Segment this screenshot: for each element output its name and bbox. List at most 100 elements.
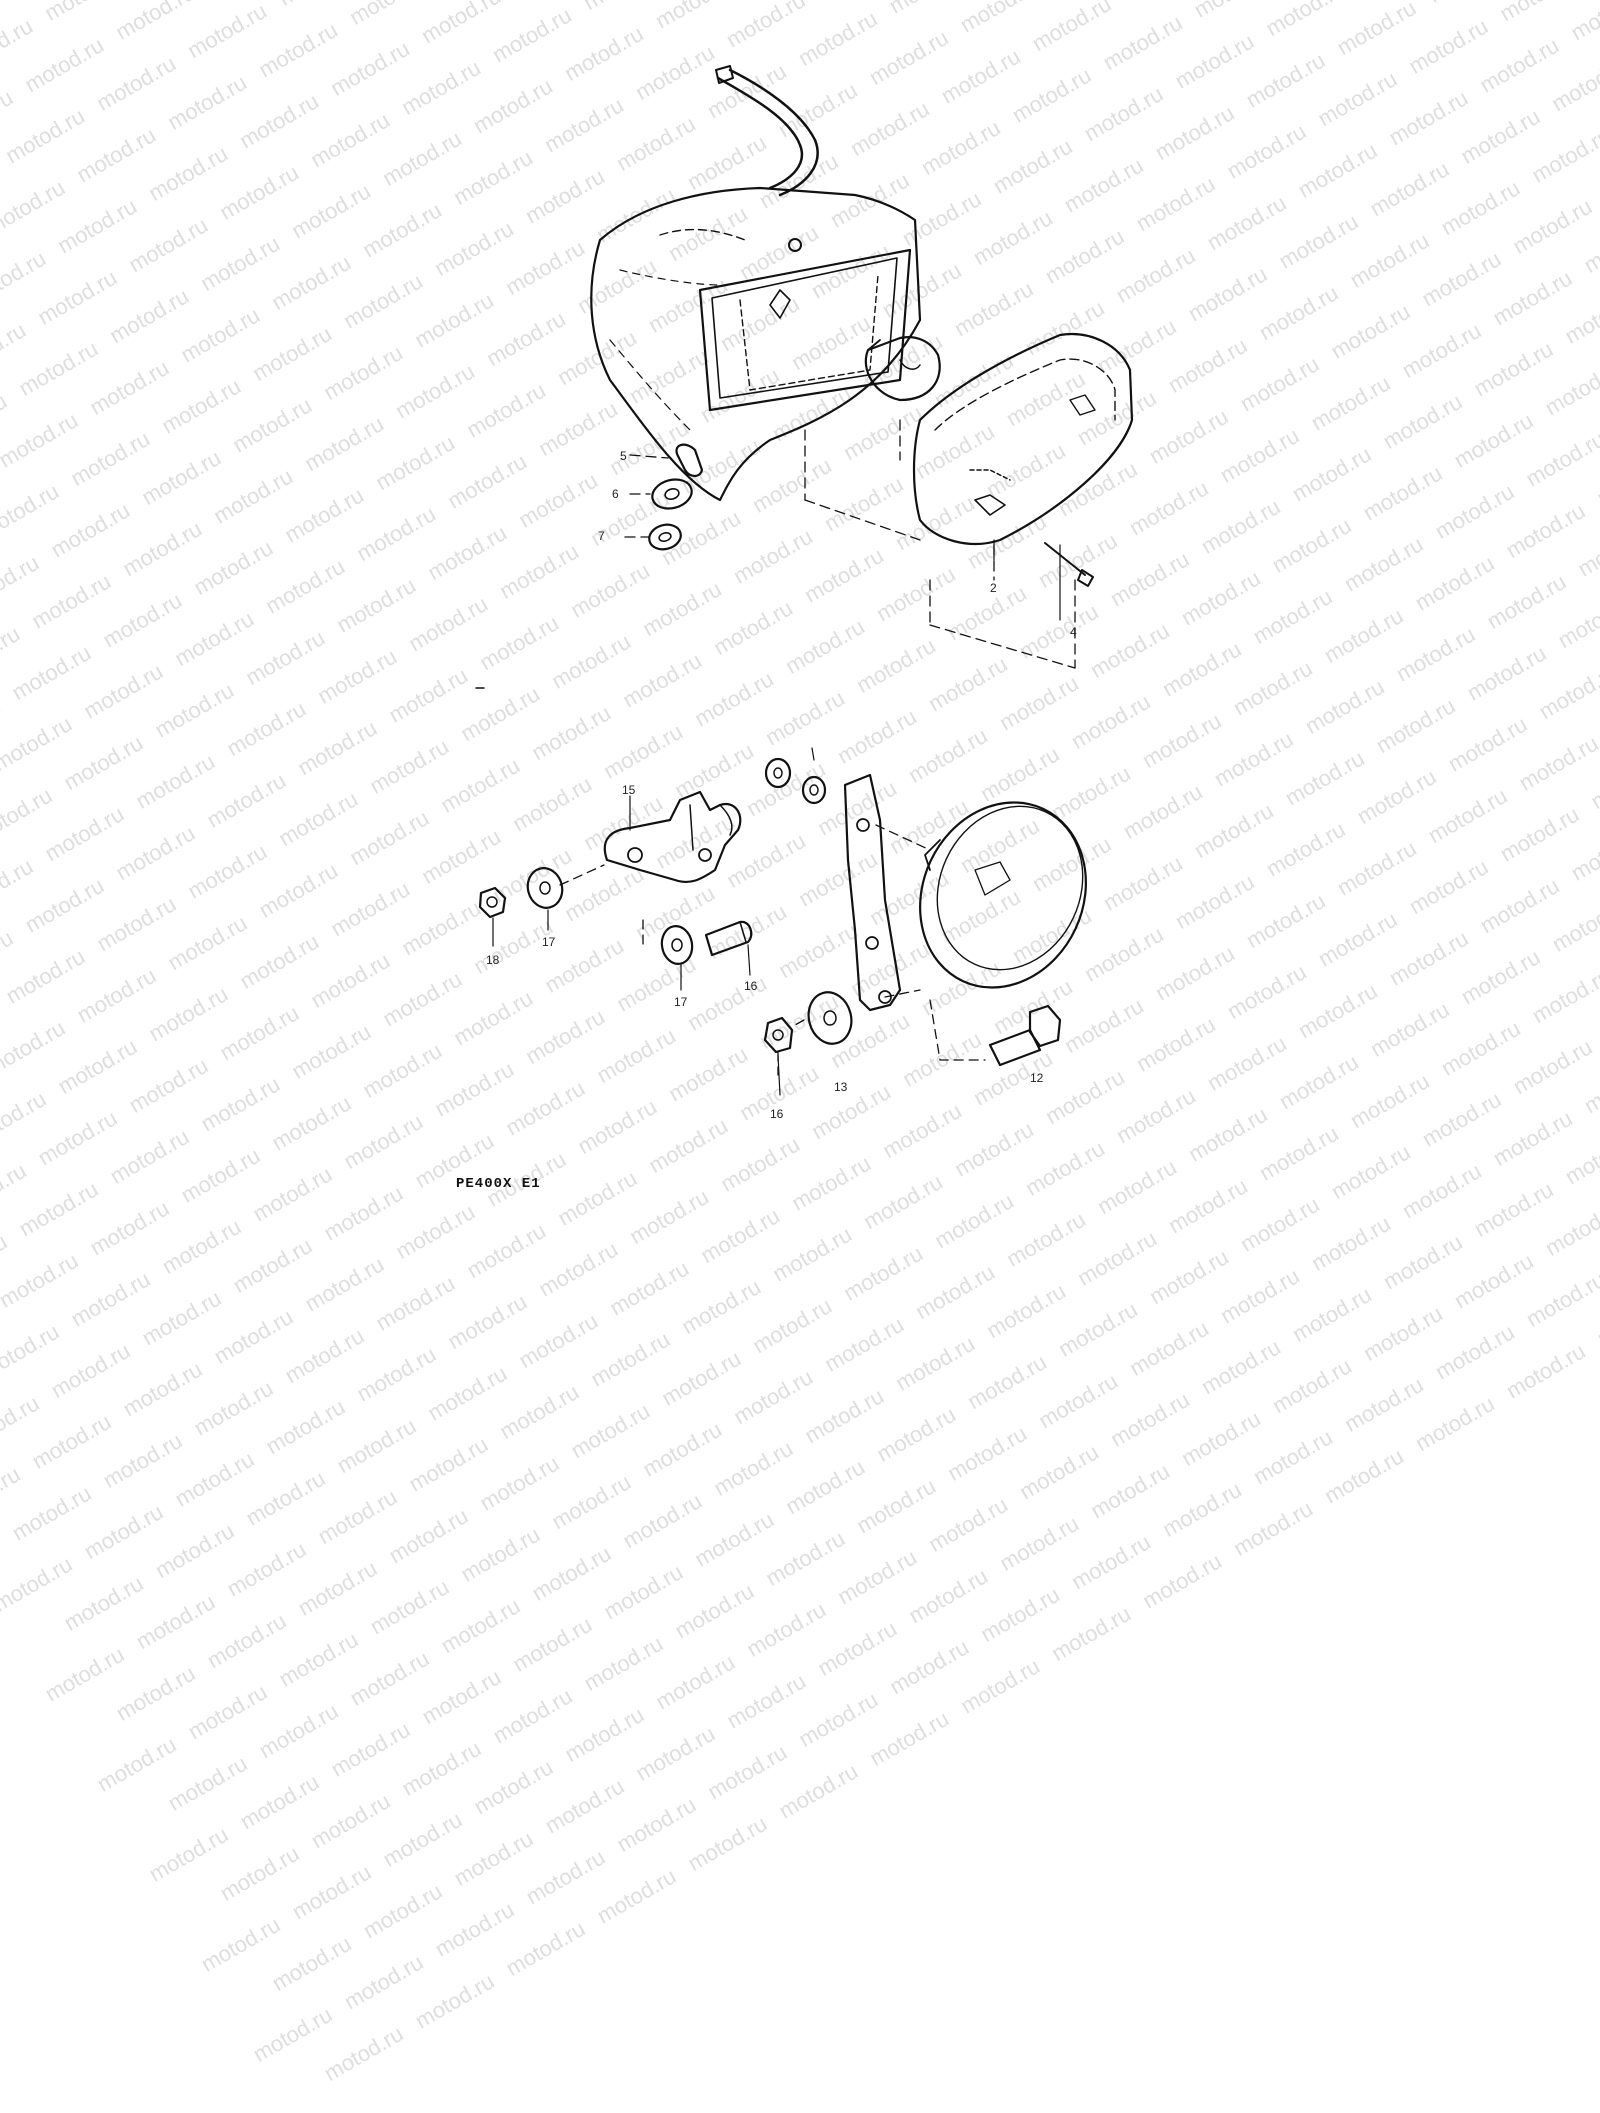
watermark-text: motod.ru bbox=[1379, 1229, 1467, 1295]
watermark-text: motod.ru bbox=[320, 2021, 408, 2087]
watermark-text: motod.ru bbox=[872, 1402, 960, 1468]
watermark-text: motod.ru bbox=[67, 1266, 155, 1332]
watermark-text: motod.ru bbox=[346, 1646, 434, 1712]
watermark-text: motod.ru bbox=[904, 1563, 992, 1629]
watermark-text: motod.ru bbox=[1197, 1334, 1285, 1400]
watermark-text: motod.ru bbox=[431, 1897, 519, 1963]
watermark-text: motod.ru bbox=[690, 1507, 778, 1573]
watermark-text: motod.ru bbox=[379, 1807, 467, 1873]
watermark-text: motod.ru bbox=[1340, 1372, 1428, 1438]
watermark-text: motod.ru bbox=[385, 1503, 473, 1569]
callout-17-center: 17 bbox=[674, 996, 687, 1008]
watermark-text: motod.ru bbox=[709, 1436, 797, 1502]
watermark-text: motod.ru bbox=[8, 1480, 96, 1546]
reflector-stay bbox=[845, 775, 900, 1010]
watermark-text: motod.ru bbox=[509, 1612, 597, 1678]
watermark-text: motod.ru bbox=[605, 1256, 693, 1322]
watermark-text: motod.ru bbox=[651, 1649, 739, 1715]
watermark-text: motod.ru bbox=[613, 1792, 701, 1858]
callout-7: 7 bbox=[598, 530, 605, 542]
watermark-text: motod.ru bbox=[203, 1608, 291, 1674]
watermark-text: motod.ru bbox=[865, 1706, 953, 1772]
watermark-text: motod.ru bbox=[1145, 1244, 1233, 1310]
watermark-text: motod.ru bbox=[748, 1293, 836, 1359]
watermark-text: motod.ru bbox=[774, 1758, 862, 1824]
watermark-text: motod.ru bbox=[462, 1218, 550, 1284]
watermark-text: motod.ru bbox=[424, 1361, 512, 1427]
callout-leaders bbox=[493, 540, 1060, 1095]
watermark-text: motod.ru bbox=[1359, 1301, 1447, 1367]
watermark-text: motod.ru bbox=[1034, 1368, 1122, 1434]
watermark-text: motod.ru bbox=[566, 1398, 654, 1464]
watermark-text: motod.ru bbox=[768, 1222, 856, 1288]
watermark-text: motod.ru bbox=[1086, 1458, 1174, 1524]
watermark-text: motod.ru bbox=[995, 1511, 1083, 1577]
callout-17-left: 17 bbox=[542, 936, 555, 948]
watermark-text: motod.ru bbox=[1411, 1391, 1499, 1457]
watermark-text: motod.ru bbox=[359, 1878, 447, 1944]
watermark-text: motod.ru bbox=[197, 1912, 285, 1978]
watermark-text: motod.ru bbox=[119, 1356, 207, 1422]
watermark-text: motod.ru bbox=[703, 1739, 791, 1805]
watermark-text: motod.ru bbox=[580, 1631, 668, 1697]
watermark-text: motod.ru bbox=[833, 1544, 921, 1610]
watermark-text: motod.ru bbox=[1522, 1267, 1600, 1333]
watermark-text: motod.ru bbox=[476, 1451, 564, 1517]
watermark-text: motod.ru bbox=[1158, 1477, 1246, 1543]
watermark-text: motod.ru bbox=[820, 1312, 908, 1378]
watermark-text: motod.ru bbox=[1249, 1424, 1337, 1490]
callout-12: 12 bbox=[1030, 1072, 1043, 1084]
lower-assembly-lines bbox=[560, 825, 985, 1075]
watermark-text: motod.ru bbox=[86, 1195, 174, 1261]
watermark-text: motod.ru bbox=[982, 1278, 1070, 1344]
watermark-text: motod.ru bbox=[1450, 1248, 1538, 1314]
washer-6 bbox=[649, 475, 695, 512]
watermark-text: motod.ru bbox=[541, 1773, 629, 1839]
callout-15: 15 bbox=[622, 784, 635, 796]
watermark-text: motod.ru bbox=[0, 1229, 12, 1295]
watermark-text: motod.ru bbox=[223, 1537, 311, 1603]
watermark-text: motod.ru bbox=[294, 1556, 382, 1622]
watermark-text: motod.ru bbox=[353, 1341, 441, 1407]
tail-lens bbox=[914, 334, 1132, 544]
watermark-text: motod.ru bbox=[418, 1664, 506, 1730]
line-drawing bbox=[0, 0, 1600, 1200]
watermark-text: motod.ru bbox=[0, 1319, 64, 1385]
watermark-text: motod.ru bbox=[696, 1203, 784, 1269]
watermark-text: motod.ru bbox=[1047, 1601, 1135, 1667]
watermark-text: motod.ru bbox=[742, 1597, 830, 1663]
watermark-text: motod.ru bbox=[1236, 1192, 1324, 1258]
model-code: PE400X E1 bbox=[456, 1176, 541, 1192]
watermark-text: motod.ru bbox=[657, 1346, 745, 1412]
watermark-text: motod.ru bbox=[1177, 1406, 1265, 1472]
watermark-text: motod.ru bbox=[800, 1383, 888, 1449]
watermark-text: motod.ru bbox=[138, 1285, 226, 1351]
watermark-text: motod.ru bbox=[132, 1589, 220, 1655]
watermark-text: motod.ru bbox=[885, 1634, 973, 1700]
watermark-text: motod.ru bbox=[41, 1642, 129, 1708]
callout-16-upper: 16 bbox=[744, 980, 757, 992]
watermark-text: motod.ru bbox=[80, 1499, 168, 1565]
callout-4: 4 bbox=[1070, 626, 1077, 638]
watermark-text: motod.ru bbox=[93, 1732, 181, 1798]
watermark-text: motod.ru bbox=[489, 1683, 577, 1749]
watermark-text: motod.ru bbox=[1288, 1282, 1376, 1348]
watermark-text: motod.ru bbox=[891, 1331, 979, 1397]
watermark-text: motod.ru bbox=[333, 1413, 421, 1479]
grommet-5 bbox=[676, 445, 702, 476]
watermark-text: motod.ru bbox=[761, 1526, 849, 1592]
watermark-text: motod.ru bbox=[1067, 1529, 1155, 1595]
watermark-text: motod.ru bbox=[391, 1199, 479, 1265]
watermark-text: motod.ru bbox=[0, 1248, 83, 1314]
watermark-text: motod.ru bbox=[470, 1754, 558, 1820]
watermark-text: motod.ru bbox=[372, 1270, 460, 1336]
watermark-text: motod.ru bbox=[1431, 1319, 1519, 1385]
watermark-text: motod.ru bbox=[1502, 1338, 1590, 1404]
watermark-text: motod.ru bbox=[275, 1627, 363, 1693]
bolt-12 bbox=[990, 1006, 1060, 1065]
watermark-text: motod.ru bbox=[151, 1518, 239, 1584]
watermark-text: motod.ru bbox=[1054, 1297, 1142, 1363]
watermark-text: motod.ru bbox=[1138, 1548, 1226, 1614]
watermark-text: motod.ru bbox=[943, 1421, 1031, 1487]
